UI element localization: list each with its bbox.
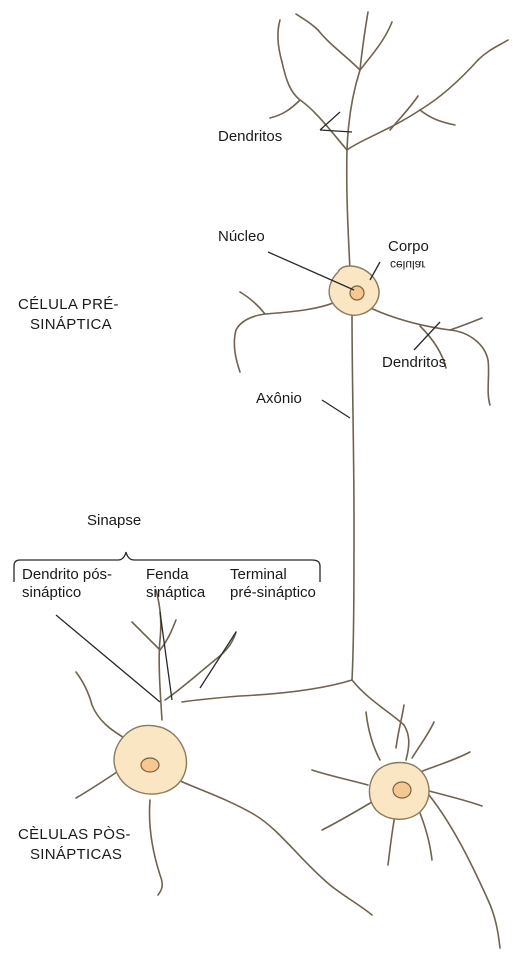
label-celulas-pos-line2: SINÁPTICAS [30,846,122,864]
label-fenda-line2: sináptica [146,584,205,602]
terminal-leader [200,632,236,688]
postsynaptic-right-soma [369,763,429,820]
postsynaptic-left-nucleus [141,758,159,772]
presynaptic-nucleus [350,286,364,300]
fenda-leader [160,612,172,700]
label-dendritos-right: Dendritos [382,354,446,372]
label-dendritos-top: Dendritos [218,128,282,146]
dendritos-top-leader [320,112,352,132]
label-corpo: Corpo [388,238,429,256]
label-celula-pre-line1: CÉLULA PRÉ- [18,296,119,314]
label-terminal-line2: pré-sináptico [230,584,316,602]
axon [182,310,409,760]
axonio-leader [322,400,350,418]
dendrito-leader [56,615,160,702]
label-dendrito-pos-line1: Dendrito pós- [22,566,112,584]
postsynaptic-left-soma [114,725,186,794]
postsynaptic-right-nucleus [393,782,411,798]
label-nucleo: Núcleo [218,228,265,246]
label-terminal-line1: Terminal [230,566,287,584]
corpo-leader [370,262,380,280]
label-celular-text: celular [390,256,425,274]
label-sinapse: Sinapse [87,512,141,530]
label-celula-pre-line2: SINÁPTICA [30,316,112,334]
label-celular: celular [390,256,425,274]
presynaptic-dendrites-top [270,12,508,270]
presynaptic-soma [329,266,379,315]
label-celulas-pos-line1: CÈLULAS PÒS- [18,826,131,844]
label-dendrito-pos-line2: sináptico [22,584,81,602]
label-axonio: Axônio [256,390,302,408]
label-fenda-line1: Fenda [146,566,189,584]
postsynaptic-right-processes [312,705,500,948]
